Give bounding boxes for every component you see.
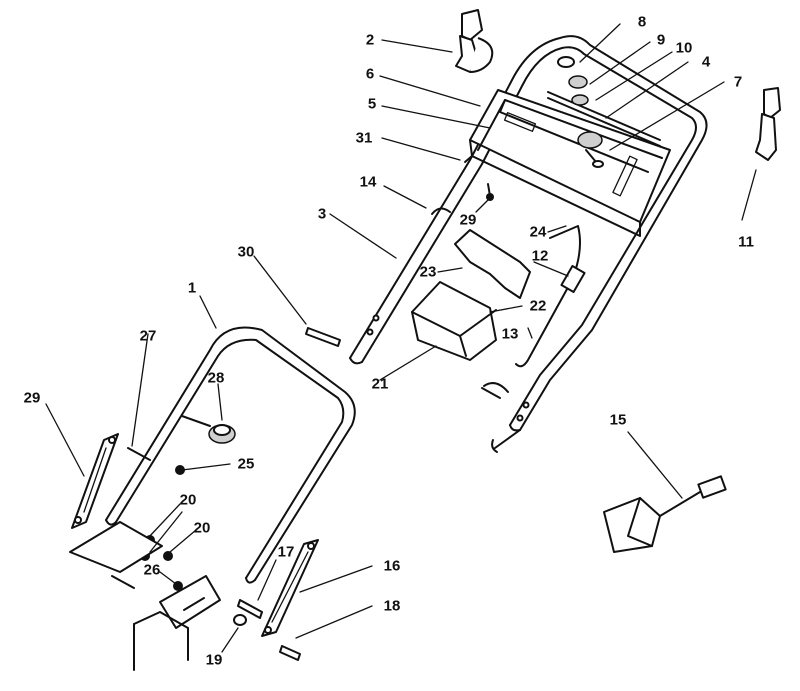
callout-28: 30 (237, 243, 255, 261)
callout-3: 3 (317, 205, 327, 223)
callout-24: 22 (529, 297, 547, 315)
callout-31: 31 (355, 129, 373, 147)
callout-20-lower: 20 (193, 519, 211, 537)
bracket-right (261, 539, 319, 637)
callout-12: 12 (531, 247, 549, 265)
callout-20-upper: 20 (179, 491, 197, 509)
mid-parts (411, 183, 586, 399)
callout-21-upper: 25 (237, 455, 255, 473)
knob (181, 415, 236, 444)
callout-27: 29 (459, 211, 477, 229)
callout-13: 13 (501, 325, 519, 343)
callout-5: 5 (367, 95, 377, 113)
callout-8: 8 (637, 13, 647, 31)
bracket-left (71, 433, 119, 529)
control-panel (464, 89, 671, 237)
callout-10: 10 (675, 39, 693, 57)
callout-11: 11 (738, 233, 754, 251)
callout-7: 7 (733, 73, 743, 91)
wire-harness (603, 475, 727, 553)
callout-6: 6 (365, 65, 375, 83)
lever-grip-left (455, 9, 494, 73)
leader-lines (45, 23, 757, 653)
callout-17: 17 (277, 543, 295, 561)
lower-handle (105, 326, 356, 584)
callout-21-lower: 26 (143, 561, 161, 579)
callout-18: 18 (383, 597, 401, 615)
callout-15: 15 (609, 411, 627, 429)
callout-9: 9 (656, 31, 666, 49)
callout-19: 19 (205, 651, 223, 669)
callout-14: 14 (359, 173, 377, 191)
hardware (127, 327, 341, 661)
callout-25: 23 (419, 263, 437, 281)
callout-30: 29 (23, 389, 41, 407)
upper-handle (349, 35, 708, 453)
lever-grip-right (755, 87, 781, 161)
callout-23: 21 (371, 375, 389, 393)
callout-29: 28 (207, 369, 225, 387)
callout-2: 2 (365, 31, 375, 49)
key-switch (557, 56, 604, 168)
callout-1: 1 (187, 279, 197, 297)
callout-4: 4 (701, 53, 711, 71)
callout-16: 16 (383, 557, 401, 575)
callout-26: 24 (529, 223, 547, 241)
deck-mount (69, 521, 221, 671)
callout-22: 27 (139, 327, 157, 345)
